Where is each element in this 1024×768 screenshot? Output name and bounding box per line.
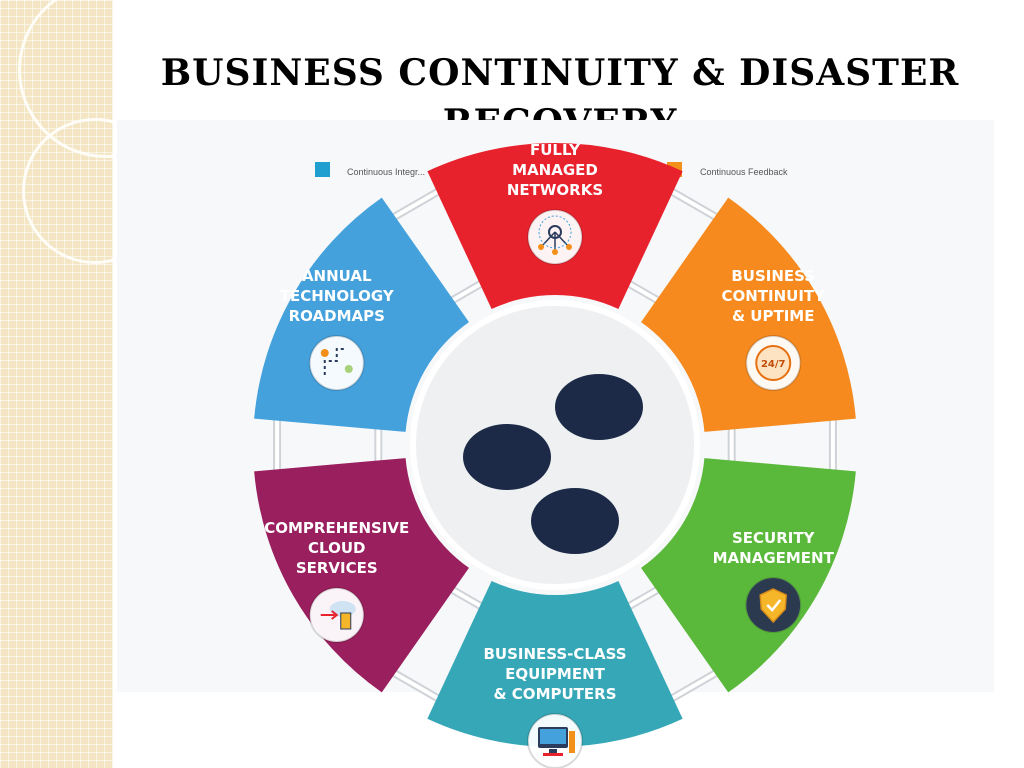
svg-text:24/7: 24/7	[761, 359, 786, 370]
segment-cloud-server: COMPREHENSIVE CLOUD SERVICES	[254, 458, 469, 693]
segment-label-line: BUSINESS	[731, 267, 815, 285]
segment-shield: SECURITY MANAGEMENT	[641, 458, 856, 693]
center-disc	[410, 300, 700, 590]
center-dot	[531, 488, 619, 554]
segment-label-line: COMPREHENSIVE	[264, 519, 409, 537]
segment-shape	[254, 458, 469, 693]
segment-label-line: MANAGED	[512, 161, 598, 179]
segment-label-line: & UPTIME	[732, 307, 814, 325]
cloud-server-icon	[308, 587, 365, 643]
services-wheel: Continuous Integr... Continuous Feedback…	[254, 141, 856, 768]
segment-label-line: NETWORKS	[507, 181, 603, 199]
clock-24-7-icon: 24/7	[745, 335, 802, 391]
shield-icon	[745, 577, 802, 633]
segment-label-line: FULLY	[530, 141, 581, 159]
segment-label-line: & COMPUTERS	[494, 685, 617, 703]
services-wheel-infographic: Continuous Integr... Continuous Feedback…	[117, 120, 994, 768]
segment-label-line: SERVICES	[296, 559, 378, 577]
segment-label-line: CLOUD	[308, 539, 365, 557]
center-dot	[555, 374, 643, 440]
segment-label-line: ANNUAL	[302, 267, 372, 285]
segment-shape	[641, 197, 856, 432]
segment-network: FULLY MANAGED NETWORKS	[427, 141, 683, 310]
segment-label-line: ROADMAPS	[289, 307, 385, 325]
segment-roadmap: ANNUAL TECHNOLOGY ROADMAPS	[254, 197, 469, 432]
segment-label-line: SECURITY	[732, 529, 816, 547]
legend-swatch-left	[315, 162, 330, 177]
center-dot	[463, 424, 551, 490]
segment-shape	[641, 458, 856, 693]
segment-clock-24-7: BUSINESS CONTINUITY & UPTIME 24/7	[641, 197, 856, 432]
legend-label-left: Continuous Integr...	[347, 167, 425, 177]
decorative-ring	[22, 118, 113, 264]
legend-label-right: Continuous Feedback	[700, 167, 788, 177]
decorative-side-pattern	[0, 0, 113, 768]
segment-label-line: TECHNOLOGY	[280, 287, 395, 305]
segment-label-line: EQUIPMENT	[505, 665, 605, 683]
network-icon	[527, 209, 583, 265]
segment-shape	[427, 580, 683, 747]
center-hub	[410, 300, 700, 590]
roadmap-icon	[308, 335, 365, 391]
computer-icon	[527, 713, 583, 768]
segment-label-line: BUSINESS-CLASS	[483, 645, 626, 663]
segment-label-line: CONTINUITY	[721, 287, 826, 305]
segment-computer: BUSINESS-CLASS EQUIPMENT & COMPUTERS	[427, 580, 683, 768]
title-line-1: BUSINESS CONTINUITY & DISASTER	[160, 52, 960, 94]
segment-shape	[254, 197, 469, 432]
segment-label-line: MANAGEMENT	[713, 549, 835, 567]
